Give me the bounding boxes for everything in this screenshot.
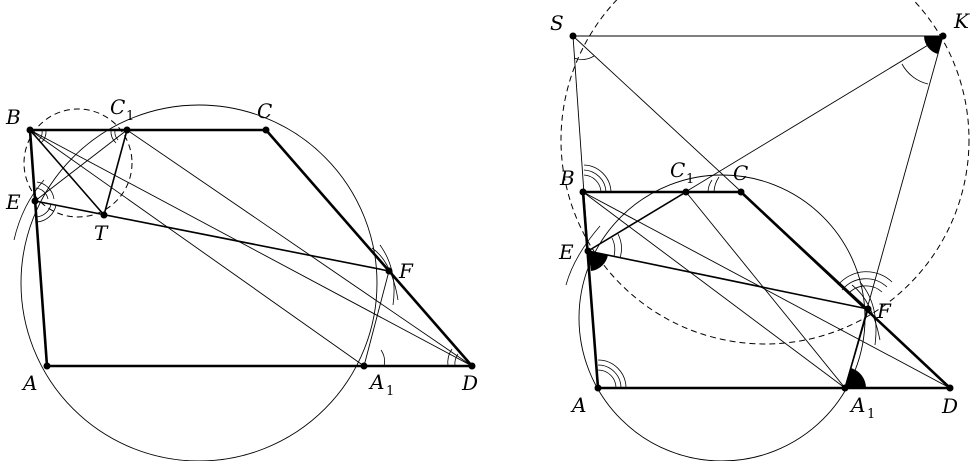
angle-mark xyxy=(611,237,616,257)
angle-mark xyxy=(617,233,622,259)
angle-mark xyxy=(40,129,47,144)
label-c1: C xyxy=(110,95,125,119)
line-e-f xyxy=(34,200,390,272)
label-c1-subscript: 1 xyxy=(686,172,694,187)
angle-mark xyxy=(583,164,612,193)
point-c1 xyxy=(682,188,690,196)
point-d xyxy=(468,362,476,370)
label-b: B xyxy=(5,105,21,129)
label-c: C xyxy=(733,161,748,185)
label-c: C xyxy=(257,99,272,123)
angle-mark xyxy=(38,129,43,141)
construction-arc xyxy=(859,281,877,346)
point-f xyxy=(864,305,872,313)
point-e xyxy=(31,197,39,205)
line-e-f xyxy=(587,250,869,310)
point-f xyxy=(385,267,393,275)
line-c1-d xyxy=(126,129,473,367)
angle-mark xyxy=(597,369,617,389)
angle-mark xyxy=(707,179,713,193)
line-e-c1 xyxy=(34,129,128,202)
point-c1 xyxy=(123,126,131,134)
angle-mark xyxy=(901,63,929,85)
label-d: D xyxy=(941,394,958,418)
line-a1-f xyxy=(363,270,390,367)
angle-mark xyxy=(110,129,117,144)
right-dashed-circle xyxy=(560,0,970,345)
angle-mark xyxy=(35,187,49,200)
label-f: F xyxy=(876,299,892,323)
label-f: F xyxy=(398,259,414,283)
point-c xyxy=(737,188,745,196)
angle-mark xyxy=(573,55,595,60)
angle-mark xyxy=(35,203,52,218)
point-e xyxy=(584,247,592,255)
angle-mark xyxy=(114,129,119,141)
construction-arc xyxy=(13,179,45,241)
line-e-c1 xyxy=(587,191,687,252)
label-a1-subscript: 1 xyxy=(867,407,875,422)
label-a1-subscript: 1 xyxy=(386,384,394,399)
line-b-d xyxy=(29,129,473,367)
line-b-d xyxy=(582,191,951,389)
point-a xyxy=(594,384,602,392)
angle-mark xyxy=(380,349,385,367)
construction-arc xyxy=(565,225,601,286)
label-k: K xyxy=(953,9,970,33)
left-dashed-circle xyxy=(23,108,133,218)
angle-mark xyxy=(713,176,720,193)
angle-mark xyxy=(597,364,622,389)
angle-mark xyxy=(447,348,453,367)
point-k xyxy=(939,32,947,40)
label-t: T xyxy=(94,221,109,245)
label-e: E xyxy=(558,240,574,264)
angle-mark xyxy=(841,278,888,291)
label-s: S xyxy=(550,11,564,35)
angle-mark xyxy=(36,181,55,200)
label-b: B xyxy=(559,166,575,190)
label-a: A xyxy=(570,393,586,417)
angle-mark xyxy=(36,204,57,223)
point-b xyxy=(26,126,34,134)
line-a1-f xyxy=(844,308,869,389)
trapezoid-cda xyxy=(45,128,474,368)
left-figure: B C 1 C E T F A A 1 D xyxy=(5,95,478,461)
label-a1: A xyxy=(368,370,384,394)
line-b-t xyxy=(29,129,105,216)
point-a1 xyxy=(360,362,368,370)
point-s xyxy=(569,32,577,40)
line-b-a1 xyxy=(29,129,365,367)
right-figure: S K B C 1 C E F A A 1 D xyxy=(550,0,970,461)
angle-mark xyxy=(597,359,627,389)
line-b-a1 xyxy=(582,191,846,389)
point-d xyxy=(946,384,954,392)
point-t xyxy=(100,211,108,219)
filled-angle-e xyxy=(588,251,608,271)
label-c1: C xyxy=(670,158,685,182)
point-b xyxy=(579,188,587,196)
angle-mark xyxy=(454,353,459,367)
right-circle xyxy=(578,174,866,461)
filled-angle-k xyxy=(924,36,943,54)
label-a: A xyxy=(21,371,37,395)
line-c1-a1 xyxy=(685,191,846,389)
line-t-c1 xyxy=(103,129,128,216)
label-a1: A xyxy=(849,393,865,417)
point-a xyxy=(43,362,51,370)
label-e: E xyxy=(5,190,21,214)
construction-arc xyxy=(379,244,395,306)
angle-mark xyxy=(837,271,893,286)
label-d: D xyxy=(461,371,478,395)
point-c xyxy=(262,126,270,134)
angle-mark xyxy=(583,169,607,193)
angle-mark xyxy=(583,174,602,193)
label-c1-subscript: 1 xyxy=(126,109,134,124)
filled-angle-a1 xyxy=(845,368,866,388)
left-circumcircle xyxy=(20,104,378,461)
point-a1 xyxy=(841,384,849,392)
angle-mark xyxy=(847,285,883,295)
